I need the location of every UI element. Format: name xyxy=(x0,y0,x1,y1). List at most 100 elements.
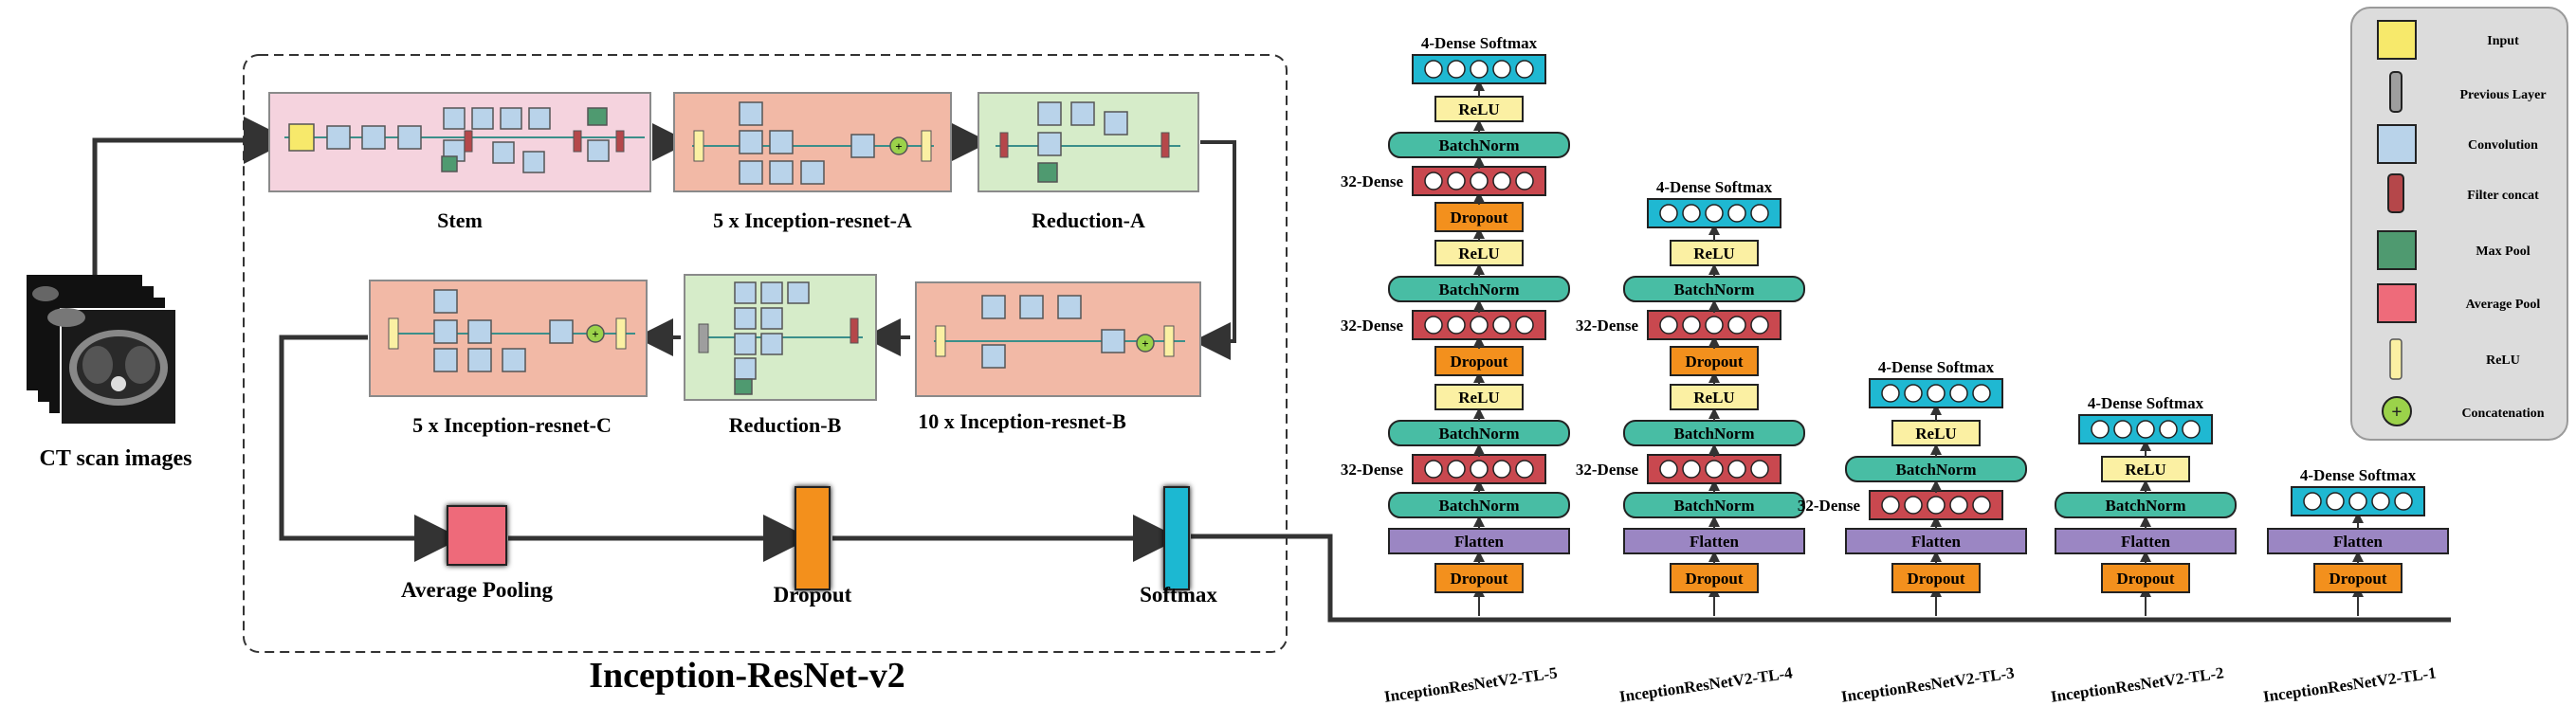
legend-relu-swatch xyxy=(2389,338,2402,380)
tl5-drop-8 xyxy=(1434,202,1524,232)
tl5-soft-12-label: 4-Dense Softmax xyxy=(1421,34,1538,52)
legend-previous-layer-swatch xyxy=(2389,71,2402,113)
dropout-label: Dropout xyxy=(774,583,852,606)
tl5-bn-0-text: BatchNorm xyxy=(1439,497,1520,515)
reduction-b-label: Reduction-B xyxy=(729,413,842,437)
legend-convolution-label: Convolution xyxy=(2468,138,2538,153)
model-name-tl1: InceptionResNetV2-TL-1 xyxy=(2262,663,2438,705)
stem-label: Stem xyxy=(437,208,483,232)
tl2-relu-1-text: ReLU xyxy=(2125,461,2165,479)
tl5-bn-6-text: BatchNorm xyxy=(1439,281,1520,299)
tl3-flatten-text: Flatten xyxy=(1911,533,1961,551)
tl5-flatten xyxy=(1388,528,1570,554)
tl3-dropout-bottom-text: Dropout xyxy=(1907,570,1964,588)
tl4-bn-2-text: BatchNorm xyxy=(1674,425,1755,443)
legend-convolution-swatch xyxy=(2377,124,2417,164)
model-name-tl5: InceptionResNetV2-TL-5 xyxy=(1383,663,1559,705)
tl4-bn-0-text: BatchNorm xyxy=(1674,497,1755,515)
legend-concatenation-label: Concatenation xyxy=(2461,407,2544,421)
tl5-bn-10-text: BatchNorm xyxy=(1439,136,1520,154)
model-name-tl4: InceptionResNetV2-TL-4 xyxy=(1618,663,1795,706)
tl1-soft-0-label: 4-Dense Softmax xyxy=(2300,466,2417,484)
softmax-node xyxy=(1163,486,1190,590)
tl4-flatten xyxy=(1623,528,1805,554)
tl2-soft-2-label: 4-Dense Softmax xyxy=(2088,394,2204,412)
inception-b-label: 10 x Inception-resnet-B xyxy=(918,409,1126,433)
tl1-dropout-bottom xyxy=(2313,563,2402,593)
tl5-relu-11 xyxy=(1434,96,1524,122)
tl3-flatten xyxy=(1845,528,2027,554)
inception-a-label: 5 x Inception-resnet-A xyxy=(713,208,912,232)
stem-block xyxy=(268,92,651,192)
tl3-dense-0-label: 32-Dense xyxy=(1798,497,1861,515)
tl4-flatten-text: Flatten xyxy=(1690,533,1739,551)
tl5-drop-4 xyxy=(1434,346,1524,376)
tl2-bn-0-text: BatchNorm xyxy=(2106,497,2186,515)
softmax-label: Softmax xyxy=(1140,583,1217,606)
tl4-relu-7-text: ReLU xyxy=(1693,244,1734,262)
legend-average-pool-label: Average Pool xyxy=(2466,298,2541,312)
tl2-flatten xyxy=(2055,528,2237,554)
tl4-bn-6-text: BatchNorm xyxy=(1674,281,1755,299)
inception-resnet-box xyxy=(243,54,1288,653)
legend-previous-layer-label: Previous Layer xyxy=(2459,88,2546,102)
average-pooling-node xyxy=(447,505,507,566)
svg-text:+: + xyxy=(1142,336,1148,351)
model-name-tl2: InceptionResNetV2-TL-2 xyxy=(2050,663,2225,705)
tl5-dense-5-label: 32-Dense xyxy=(1341,317,1404,335)
tl4-drop-4 xyxy=(1670,346,1759,376)
legend: Input Previous Layer Convolution Filter … xyxy=(2350,7,2568,441)
reduction-a-label: Reduction-A xyxy=(1032,208,1145,232)
svg-text:+: + xyxy=(2391,402,2402,423)
legend-input-label: Input xyxy=(2487,34,2519,48)
tl3-relu-2-text: ReLU xyxy=(1915,425,1956,443)
tl2-flatten-text: Flatten xyxy=(2121,533,2170,551)
tl5-dense-1-label: 32-Dense xyxy=(1341,461,1404,479)
tl5-bn-2-text: BatchNorm xyxy=(1439,425,1520,443)
legend-average-pool-swatch xyxy=(2377,283,2417,323)
tl3-relu-2 xyxy=(1891,420,1981,446)
ct-scan-stack xyxy=(27,275,177,425)
tl4-relu-3-text: ReLU xyxy=(1693,389,1734,407)
tl4-drop-4-text: Dropout xyxy=(1685,353,1743,371)
tl5-relu-3-text: ReLU xyxy=(1458,389,1499,407)
tl5-flatten-text: Flatten xyxy=(1454,533,1504,551)
tl4-dense-1-label: 32-Dense xyxy=(1576,461,1639,479)
legend-input-swatch xyxy=(2377,20,2417,60)
average-pooling-label: Average Pooling xyxy=(401,578,553,602)
inception-c-label: 5 x Inception-resnet-C xyxy=(412,413,612,437)
tl1-flatten-text: Flatten xyxy=(2333,533,2383,551)
reduction-a-block xyxy=(977,92,1199,192)
legend-filter-concat-swatch xyxy=(2387,173,2404,213)
tl5-relu-11-text: ReLU xyxy=(1458,100,1499,118)
tl4-dropout-bottom-text: Dropout xyxy=(1685,570,1743,588)
dropout-node xyxy=(795,486,831,590)
inception-resnet-a-block: + xyxy=(673,92,952,192)
tl4-dropout-bottom xyxy=(1670,563,1759,593)
legend-max-pool-swatch xyxy=(2377,230,2417,270)
tl5-drop-8-text: Dropout xyxy=(1450,208,1507,226)
tl5-dense-9-label: 32-Dense xyxy=(1341,172,1404,190)
model-name-tl3: InceptionResNetV2-TL-3 xyxy=(1840,663,2016,705)
model-title: Inception-ResNet-v2 xyxy=(589,656,905,696)
inception-resnet-c-block: + xyxy=(369,280,648,397)
tl5-relu-7-text: ReLU xyxy=(1458,244,1499,262)
legend-filter-concat-label: Filter concat xyxy=(2467,189,2539,203)
reduction-b-block xyxy=(684,274,877,401)
tl2-dropout-bottom-text: Dropout xyxy=(2116,570,2174,588)
svg-text:+: + xyxy=(592,327,598,341)
tl4-relu-7 xyxy=(1670,240,1759,266)
tl4-soft-8-label: 4-Dense Softmax xyxy=(1656,178,1773,196)
tl4-dense-5-label: 32-Dense xyxy=(1576,317,1639,335)
tl5-dropout-bottom-text: Dropout xyxy=(1450,570,1507,588)
legend-max-pool-label: Max Pool xyxy=(2476,244,2530,259)
tl1-dropout-bottom-text: Dropout xyxy=(2329,570,2386,588)
transfer-learning-variants: DropoutFlattenBatchNorm32-DenseBatchNorm… xyxy=(1341,34,2449,706)
tl3-bn-1-text: BatchNorm xyxy=(1896,461,1977,479)
legend-concatenation-swatch xyxy=(2382,396,2412,426)
tl3-soft-3-label: 4-Dense Softmax xyxy=(1878,358,1995,376)
tl2-relu-1 xyxy=(2101,456,2190,482)
ct-scan-label: CT scan images xyxy=(40,446,192,471)
tl5-drop-4-text: Dropout xyxy=(1450,353,1507,371)
